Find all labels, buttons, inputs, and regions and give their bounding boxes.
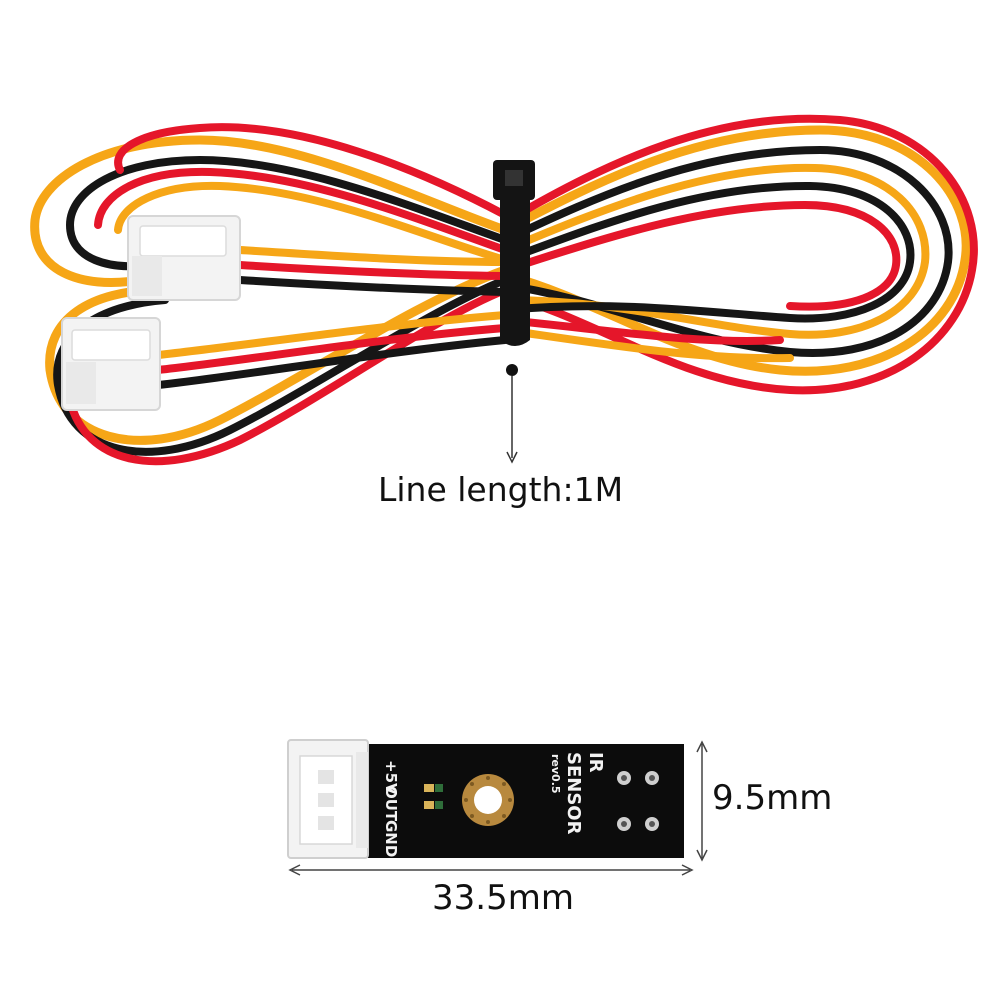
wire-red-loop-right-2 <box>501 200 901 311</box>
sensor-revision: rev0.5 <box>549 754 562 794</box>
length-pointer <box>506 364 518 464</box>
wire-red-loop-left-low <box>66 286 509 466</box>
wire-leads-bottom-connector-black <box>154 336 509 389</box>
wire-leads-top-connector-black <box>236 276 509 296</box>
wire-red-loop-right-3 <box>501 316 784 345</box>
sensor-title-line2: SENSOR <box>563 752 584 835</box>
ir-sensor-board <box>287 739 684 859</box>
wire-yellow-loop-left-up-2 <box>114 181 509 264</box>
ir-pads <box>617 771 659 831</box>
wire-leads-bottom-connector-red <box>154 324 509 374</box>
sensor-width-label: 33.5mm <box>432 878 574 918</box>
wire-yellow-loop-right-3 <box>501 326 794 363</box>
wire-red-loop-right-1 <box>501 114 978 395</box>
width-dimension <box>288 864 694 876</box>
wire-red-loop-left-top <box>114 123 509 219</box>
wire-leads-top-connector-yellow <box>236 246 509 266</box>
connector-top <box>127 215 241 301</box>
sensor-title-line1: IR <box>585 752 606 773</box>
wire-black-loop-right-1 <box>501 145 953 357</box>
wire-yellow-loop-right-1 <box>500 125 971 376</box>
height-dimension <box>696 740 708 862</box>
wire-black-loop-left-up <box>65 155 509 271</box>
led-2 <box>424 801 434 809</box>
cable-bundle <box>30 114 978 466</box>
wire-leads-bottom-connector-yellow <box>154 311 509 359</box>
wire-black-loop-right-2 <box>501 181 915 323</box>
pin-label-gnd: GND <box>382 820 400 858</box>
connector-bottom <box>61 317 161 411</box>
cable-tie <box>493 160 535 346</box>
sensor-connector <box>287 739 369 859</box>
led-1 <box>424 784 434 792</box>
wire-red-loop-left-up <box>94 167 509 254</box>
cable-length-label: Line length:1M <box>378 470 624 509</box>
wire-yellow-loop-right-2 <box>501 163 930 339</box>
mounting-hole <box>462 774 514 826</box>
sensor-height-label: 9.5mm <box>712 778 833 818</box>
pin-label-out: OUT <box>382 786 400 822</box>
wire-leads-top-connector-red <box>236 261 509 280</box>
